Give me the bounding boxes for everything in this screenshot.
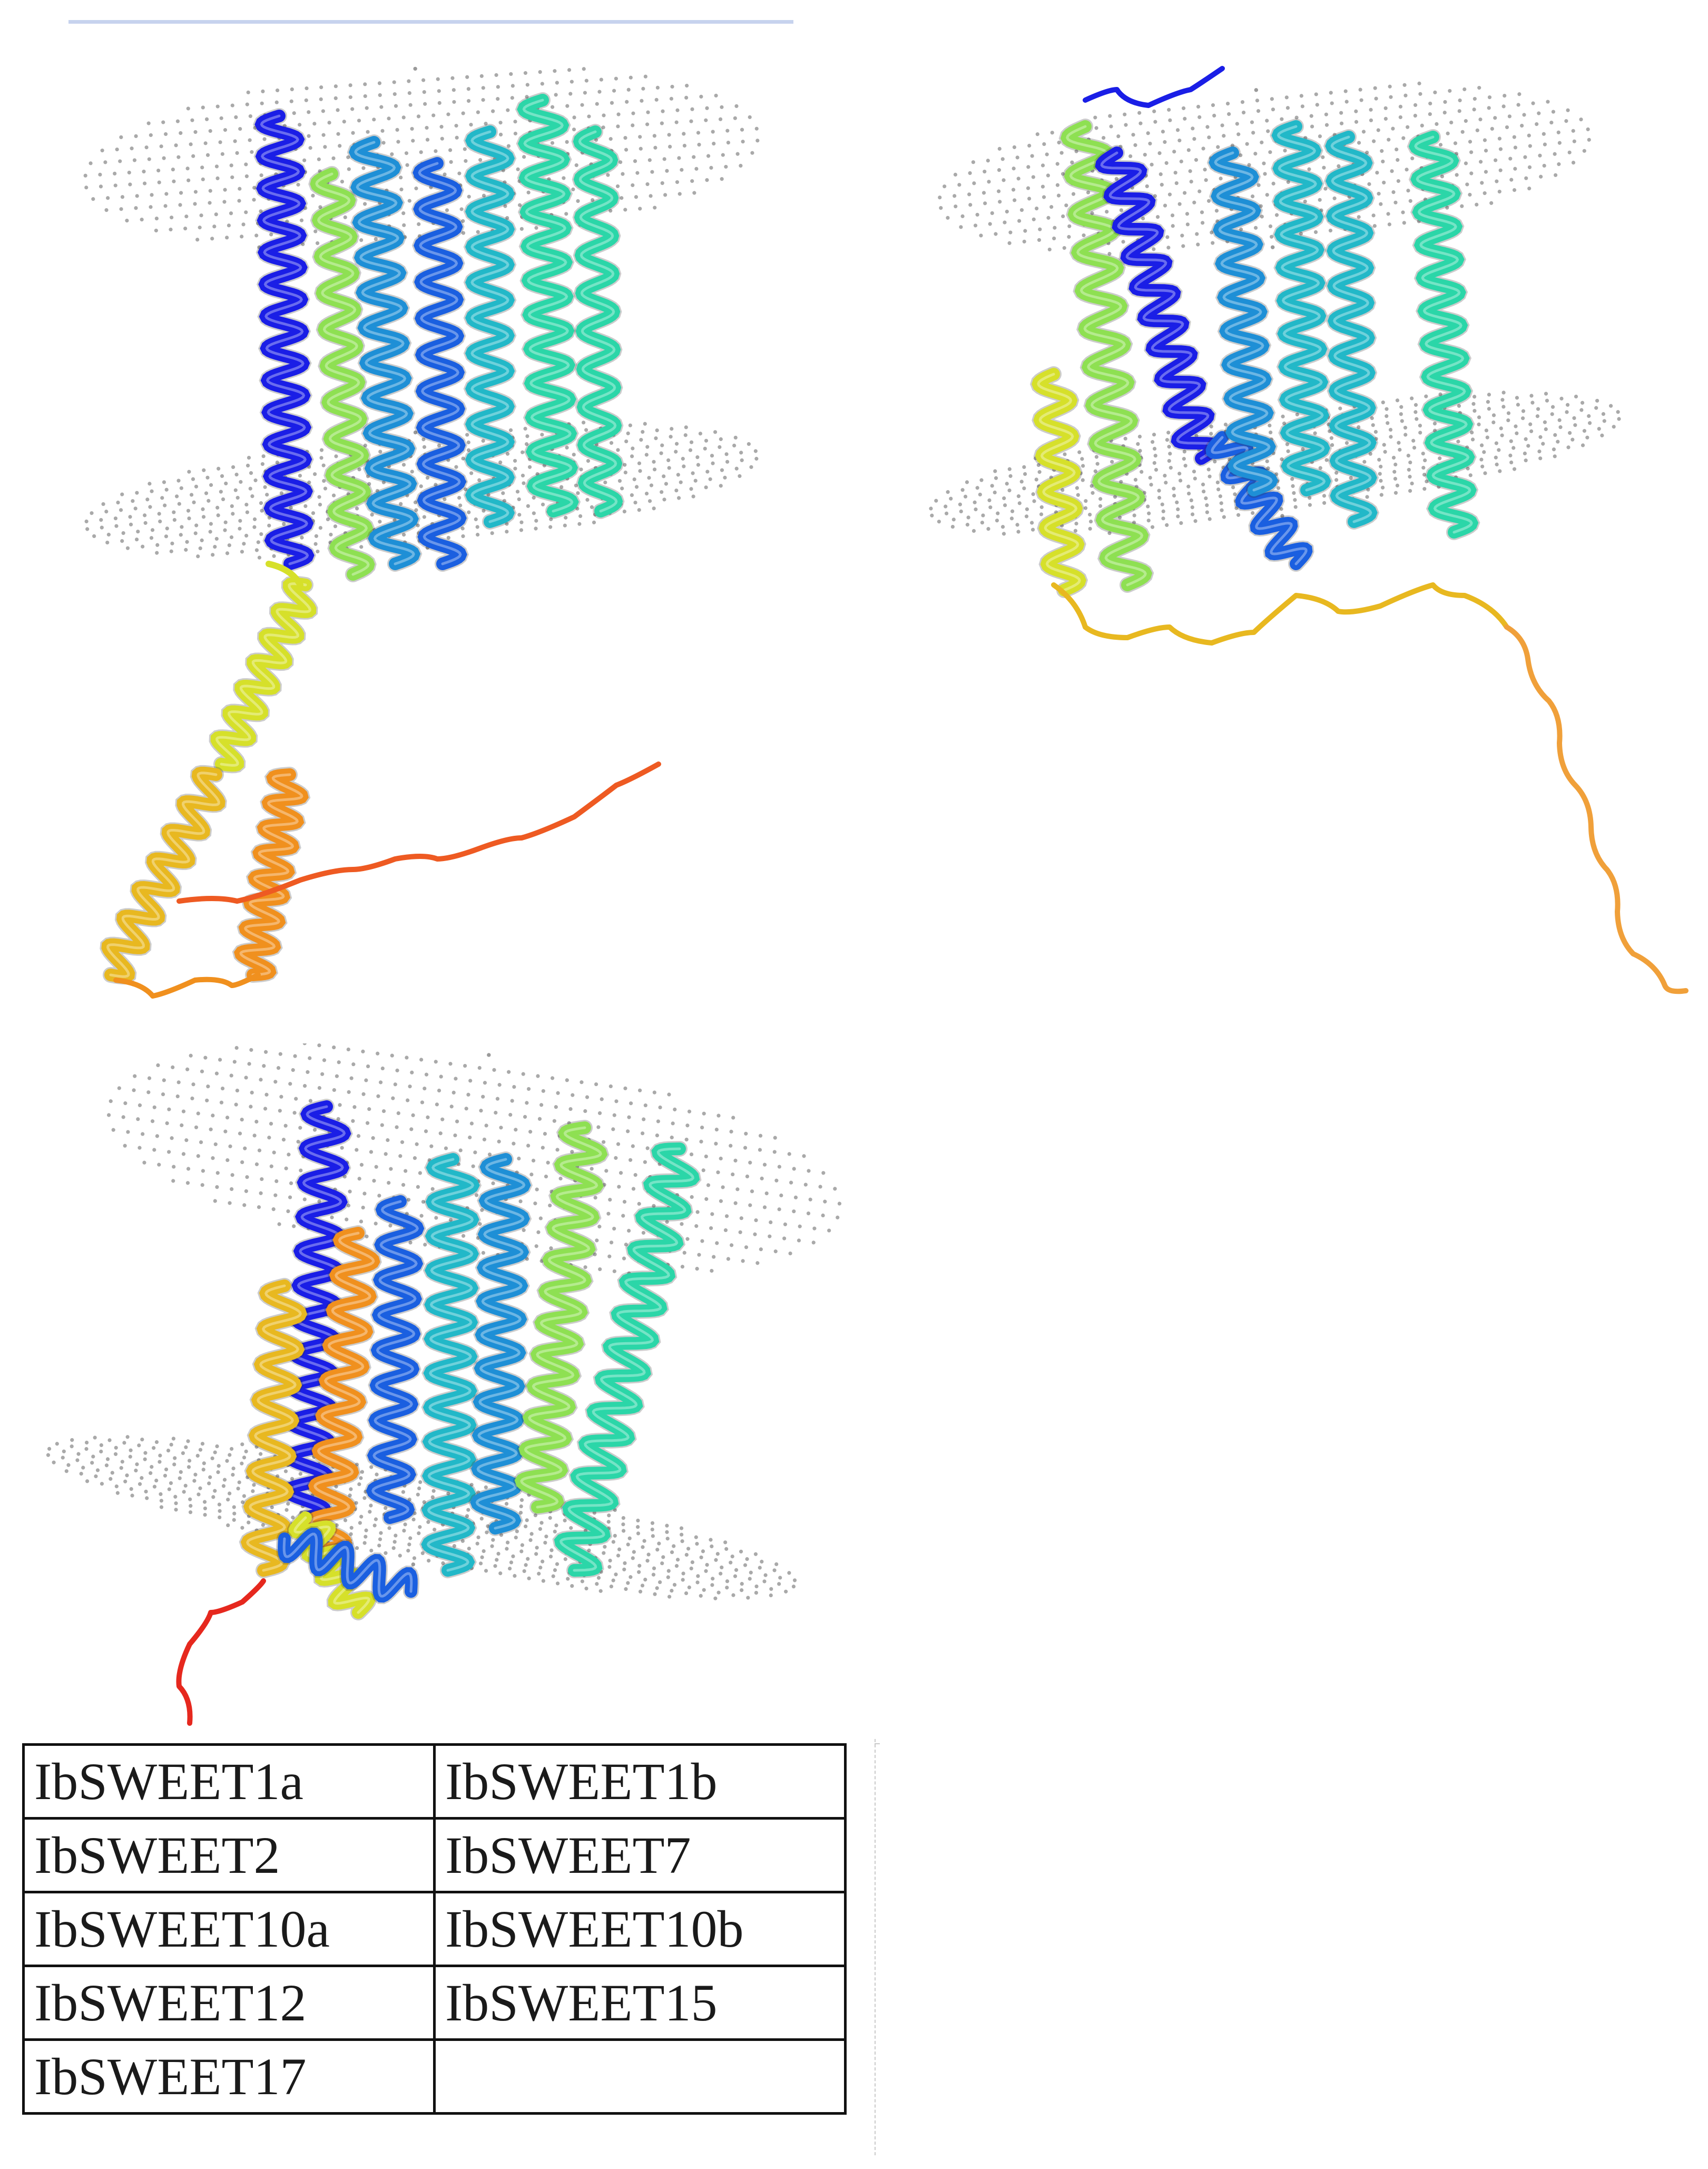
coil-loop [266, 561, 303, 588]
protein-structure-2-svg [929, 66, 1689, 994]
helix-segment [552, 1141, 702, 1578]
helix-segment [513, 1120, 610, 1515]
helix-segment [1206, 145, 1280, 498]
helix-segment [308, 166, 377, 582]
helix-segment [347, 134, 423, 572]
helix-segment [1407, 129, 1480, 540]
gridline-fragment [875, 1743, 880, 1744]
table-cell: IbSWEET10b [433, 1891, 847, 1967]
protein-structure-1-svg [83, 66, 760, 999]
table-cell: IbSWEET1b [433, 1743, 847, 1820]
helix-segment [232, 767, 311, 983]
membrane-plane-top [938, 81, 1591, 256]
protein-structure-2 [927, 58, 1696, 1022]
helix-segment [1204, 429, 1314, 572]
helix-segment [279, 1099, 354, 1526]
table-cell: IbSWEET10a [22, 1891, 436, 1967]
table-cell: IbSWEET2 [22, 1817, 436, 1893]
helix-segment [515, 92, 581, 519]
protein-structure-3 [32, 1043, 853, 1734]
table-row: IbSWEET12 IbSWEET15 [22, 1965, 847, 2041]
helix-segment [571, 124, 625, 519]
helix-segment [1093, 145, 1225, 466]
membrane-plane-bottom [46, 1435, 797, 1600]
helix-segment [100, 765, 227, 985]
coil-loop [176, 1578, 266, 1726]
top-rule-line [68, 20, 793, 24]
helix-segment [410, 155, 469, 572]
helix-segment [1058, 119, 1154, 593]
table-row: IbSWEET17 [22, 2038, 847, 2115]
helix-segment [1323, 129, 1380, 530]
table-cell: IbSWEET17 [22, 2038, 436, 2115]
gridline-fragment [875, 1739, 876, 2155]
protein-structure-1 [79, 37, 817, 1028]
helix-segment [364, 1194, 426, 1526]
coil-loop [1504, 624, 1689, 994]
helix-segment [419, 1151, 482, 1578]
table-cell: IbSWEET12 [22, 1965, 436, 2041]
protein-structure-3-svg [46, 1043, 842, 1726]
helix-segment [1030, 366, 1088, 598]
helix-segment [209, 575, 318, 774]
table-row: IbSWEET1a IbSWEET1b [22, 1743, 847, 1820]
coil-loop [113, 972, 261, 999]
helix-segment [303, 1225, 382, 1557]
protein-name-table: IbSWEET1a IbSWEET1b IbSWEET2 IbSWEET7 Ib… [22, 1743, 847, 2115]
helix-segment [463, 124, 517, 530]
coil-loop [1051, 582, 1509, 646]
helix-segment [239, 1278, 309, 1578]
table-row: IbSWEET2 IbSWEET7 [22, 1817, 847, 1893]
table-row: IbSWEET10a IbSWEET10b [22, 1891, 847, 1967]
coil-loop [1083, 66, 1225, 108]
table-cell [433, 2038, 847, 2115]
table-cell: IbSWEET7 [433, 1817, 847, 1893]
helix-segment [276, 1526, 419, 1605]
helix-segment [252, 108, 317, 572]
coil-loop [176, 761, 661, 904]
helix-segment [468, 1151, 533, 1536]
table-cell: IbSWEET15 [433, 1965, 847, 2041]
helix-segment [1270, 119, 1333, 498]
table-cell: IbSWEET1a [22, 1743, 436, 1820]
